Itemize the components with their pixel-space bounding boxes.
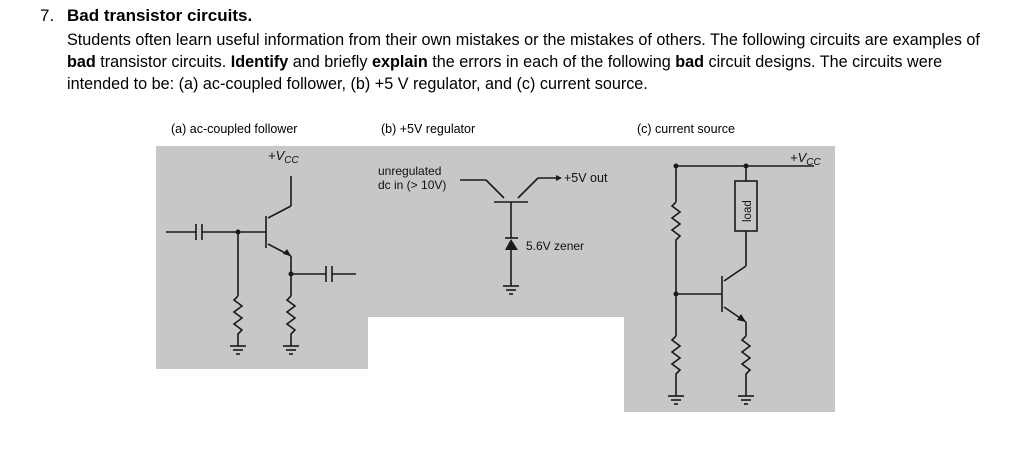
body-text-5: circuit designs. The circuits were inten…	[67, 53, 943, 93]
zener-label: 5.6V zener	[526, 239, 584, 253]
input-label-line-2: dc in (> 10V)	[378, 178, 446, 192]
bold-explain: explain	[371, 53, 428, 71]
body-text-4: the errors in each of the following	[427, 53, 676, 71]
output-label: +5V out	[564, 171, 608, 185]
figure-a-ac-coupled-follower: +VCC	[156, 146, 368, 369]
question-number: 7.	[40, 6, 55, 25]
figure-b-5v-regulator: unregulated dc in (> 10V) +5V out 5.6V z…	[368, 146, 624, 317]
circuit-a-diagram: +VCC	[166, 148, 356, 355]
load-label: load	[742, 200, 754, 222]
question-body: Students often learn useful information …	[67, 29, 1007, 95]
input-label-line-1: unregulated	[378, 164, 441, 178]
figure-c-current-source: +VCC load	[624, 146, 835, 412]
circuit-c-diagram: +VCC load	[668, 150, 821, 405]
bold-bad-1: bad	[67, 53, 96, 71]
question-title: Bad transistor circuits.	[67, 6, 253, 25]
caption-b: (b) +5V regulator	[381, 122, 476, 136]
bold-bad-2: bad	[675, 53, 704, 71]
caption-a: (a) ac-coupled follower	[171, 122, 298, 136]
body-text-2: transistor circuits.	[95, 53, 231, 71]
circuit-b-diagram: unregulated dc in (> 10V) +5V out 5.6V z…	[378, 164, 608, 295]
supply-label-c: +VCC	[790, 150, 821, 168]
bold-identify: Identify	[230, 53, 289, 71]
supply-label-a: +VCC	[268, 148, 299, 166]
body-text-1: Students often learn useful information …	[67, 31, 980, 49]
caption-c: (c) current source	[637, 122, 735, 136]
body-text-3: and briefly	[288, 53, 372, 71]
